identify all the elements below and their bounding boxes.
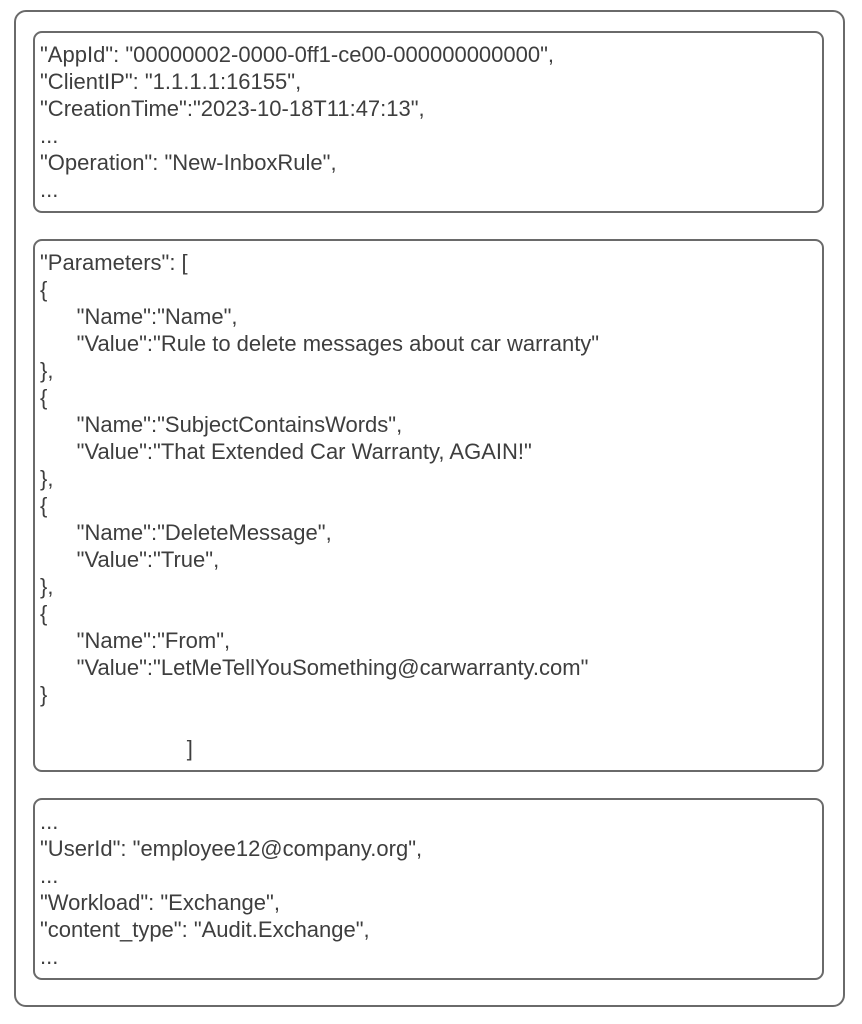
code-line: "Parameters": [ bbox=[40, 250, 188, 275]
code-line: "Name":"From", bbox=[40, 628, 231, 653]
code-line: { bbox=[40, 601, 48, 626]
code-line: }, bbox=[40, 358, 54, 383]
code-line: ... bbox=[40, 863, 59, 888]
code-line: }, bbox=[40, 466, 54, 491]
code-line: "ClientIP": "1.1.1.1:16155", bbox=[40, 69, 302, 94]
code-line: "Name":"DeleteMessage", bbox=[40, 520, 332, 545]
code-box-parameters: "Parameters": [{ "Name":"Name", "Value":… bbox=[33, 239, 824, 772]
code-box-audit-record-header: "AppId": "00000002-0000-0ff1-ce00-000000… bbox=[33, 31, 824, 213]
code-line: { bbox=[40, 385, 48, 410]
code-line: "Value":"LetMeTellYouSomething@carwarran… bbox=[40, 655, 589, 680]
code-line: "Value":"That Extended Car Warranty, AGA… bbox=[40, 439, 532, 464]
audit-log-figure-frame: "AppId": "00000002-0000-0ff1-ce00-000000… bbox=[14, 10, 845, 1007]
code-box-audit-record-footer: ... "UserId": "employee12@company.org",..… bbox=[33, 798, 824, 980]
code-line: "Name":"SubjectContainsWords", bbox=[40, 412, 403, 437]
code-line: ... bbox=[40, 177, 59, 202]
code-line: ... bbox=[40, 809, 59, 834]
code-line: "UserId": "employee12@company.org", bbox=[40, 836, 423, 861]
code-line: "Value":"True", bbox=[40, 547, 220, 572]
code-line: "AppId": "00000002-0000-0ff1-ce00-000000… bbox=[40, 42, 555, 67]
code-line: } bbox=[40, 682, 48, 707]
code-line: { bbox=[40, 493, 48, 518]
code-line: "Operation": "New-InboxRule", bbox=[40, 150, 337, 175]
code-line bbox=[40, 708, 812, 735]
code-line: "Name":"Name", bbox=[40, 304, 238, 329]
code-line: "Value":"Rule to delete messages about c… bbox=[40, 331, 600, 356]
code-line: }, bbox=[40, 574, 54, 599]
code-line: ... bbox=[40, 944, 59, 969]
code-line: "CreationTime":"2023-10-18T11:47:13", bbox=[40, 96, 425, 121]
code-line: "content_type": "Audit.Exchange", bbox=[40, 917, 370, 942]
code-line: "Workload": "Exchange", bbox=[40, 890, 280, 915]
code-line: { bbox=[40, 277, 48, 302]
code-line: ] bbox=[40, 736, 193, 761]
code-line: ... bbox=[40, 123, 59, 148]
